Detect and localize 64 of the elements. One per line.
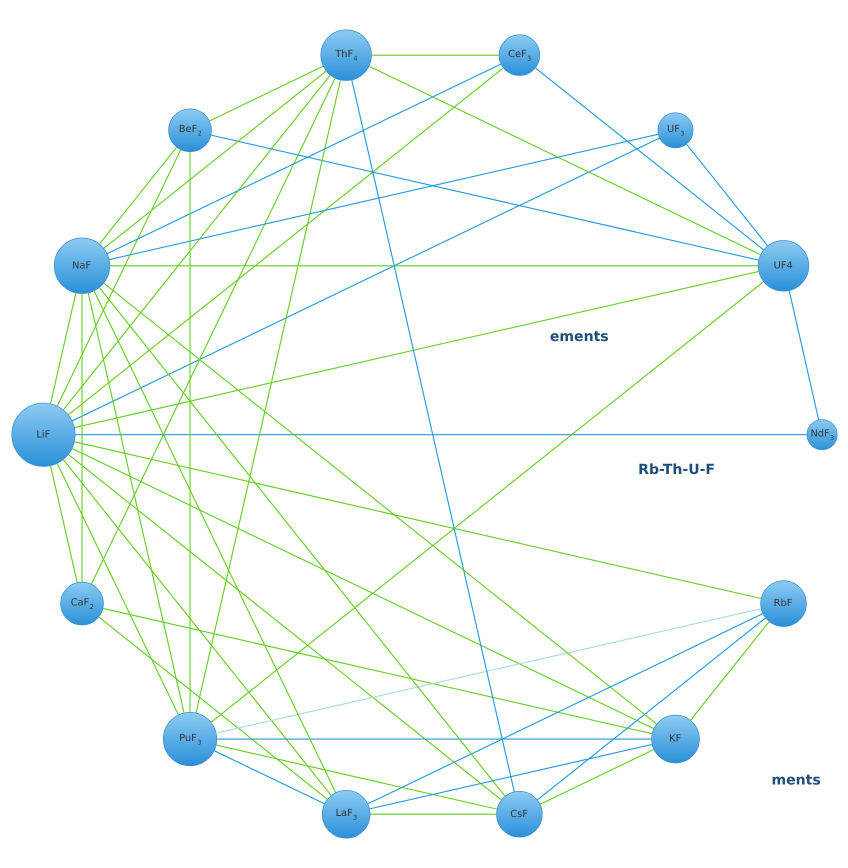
connector — [686, 144, 768, 246]
connector — [90, 78, 336, 584]
node-circle: ThF$_{4}$ — [320, 29, 372, 81]
connector — [108, 134, 658, 260]
label: ements — [549, 329, 608, 346]
connector — [102, 608, 652, 734]
node-circle: CsF — [496, 791, 542, 838]
connector — [534, 68, 764, 250]
connector — [68, 68, 504, 416]
connector — [109, 265, 758, 266]
connector — [210, 134, 758, 261]
connector — [350, 80, 514, 792]
connector — [536, 617, 766, 800]
connector — [106, 64, 501, 254]
node-circle: CeF$_{3}$ — [498, 34, 540, 76]
connector — [98, 146, 177, 244]
connector — [74, 441, 761, 600]
connector — [690, 621, 770, 721]
connector — [74, 434, 806, 436]
connector — [368, 66, 760, 256]
node-circle: KF — [650, 714, 700, 764]
connector — [62, 74, 330, 410]
connector — [371, 54, 498, 56]
node-circle: CaF$_{2}$ — [60, 582, 104, 626]
connector — [49, 292, 76, 404]
connector — [194, 80, 341, 714]
connector — [98, 616, 328, 800]
connector — [93, 290, 336, 793]
node-circle: LiF — [10, 402, 75, 467]
connector — [539, 749, 654, 805]
connector — [216, 738, 651, 740]
connector — [208, 66, 323, 122]
node-circle: UF$_{3}$ — [657, 112, 693, 148]
connector — [98, 287, 506, 797]
connector — [788, 290, 819, 420]
node-circle: BeF$_{2}$ — [168, 108, 212, 152]
connector — [49, 466, 78, 583]
connector — [369, 744, 652, 810]
connector — [56, 463, 178, 716]
connector — [370, 814, 496, 815]
node-circle: RbF — [760, 580, 806, 627]
node-circle: NdF$_{3}$ — [806, 419, 838, 450]
connector — [68, 454, 502, 800]
connector — [216, 744, 497, 810]
connector — [71, 137, 660, 422]
connector — [210, 281, 764, 723]
connector — [62, 459, 332, 796]
connector — [367, 613, 762, 804]
connector — [74, 270, 758, 428]
connector — [215, 608, 761, 734]
node-circle: UF4 — [757, 240, 809, 292]
connector — [71, 448, 654, 730]
label: ments — [770, 772, 820, 788]
connector — [102, 70, 326, 249]
connector — [87, 292, 184, 714]
node-circle: LaF$_{3}$ — [321, 790, 370, 839]
connector — [56, 150, 181, 406]
connector — [188, 152, 190, 712]
connector — [80, 294, 82, 582]
connector — [103, 282, 656, 724]
node-circle: PuF$_{3}$ — [162, 712, 217, 766]
label: Rb-Th-U-F — [638, 462, 715, 478]
node-circle: NaF — [53, 238, 110, 294]
connector — [214, 750, 324, 804]
